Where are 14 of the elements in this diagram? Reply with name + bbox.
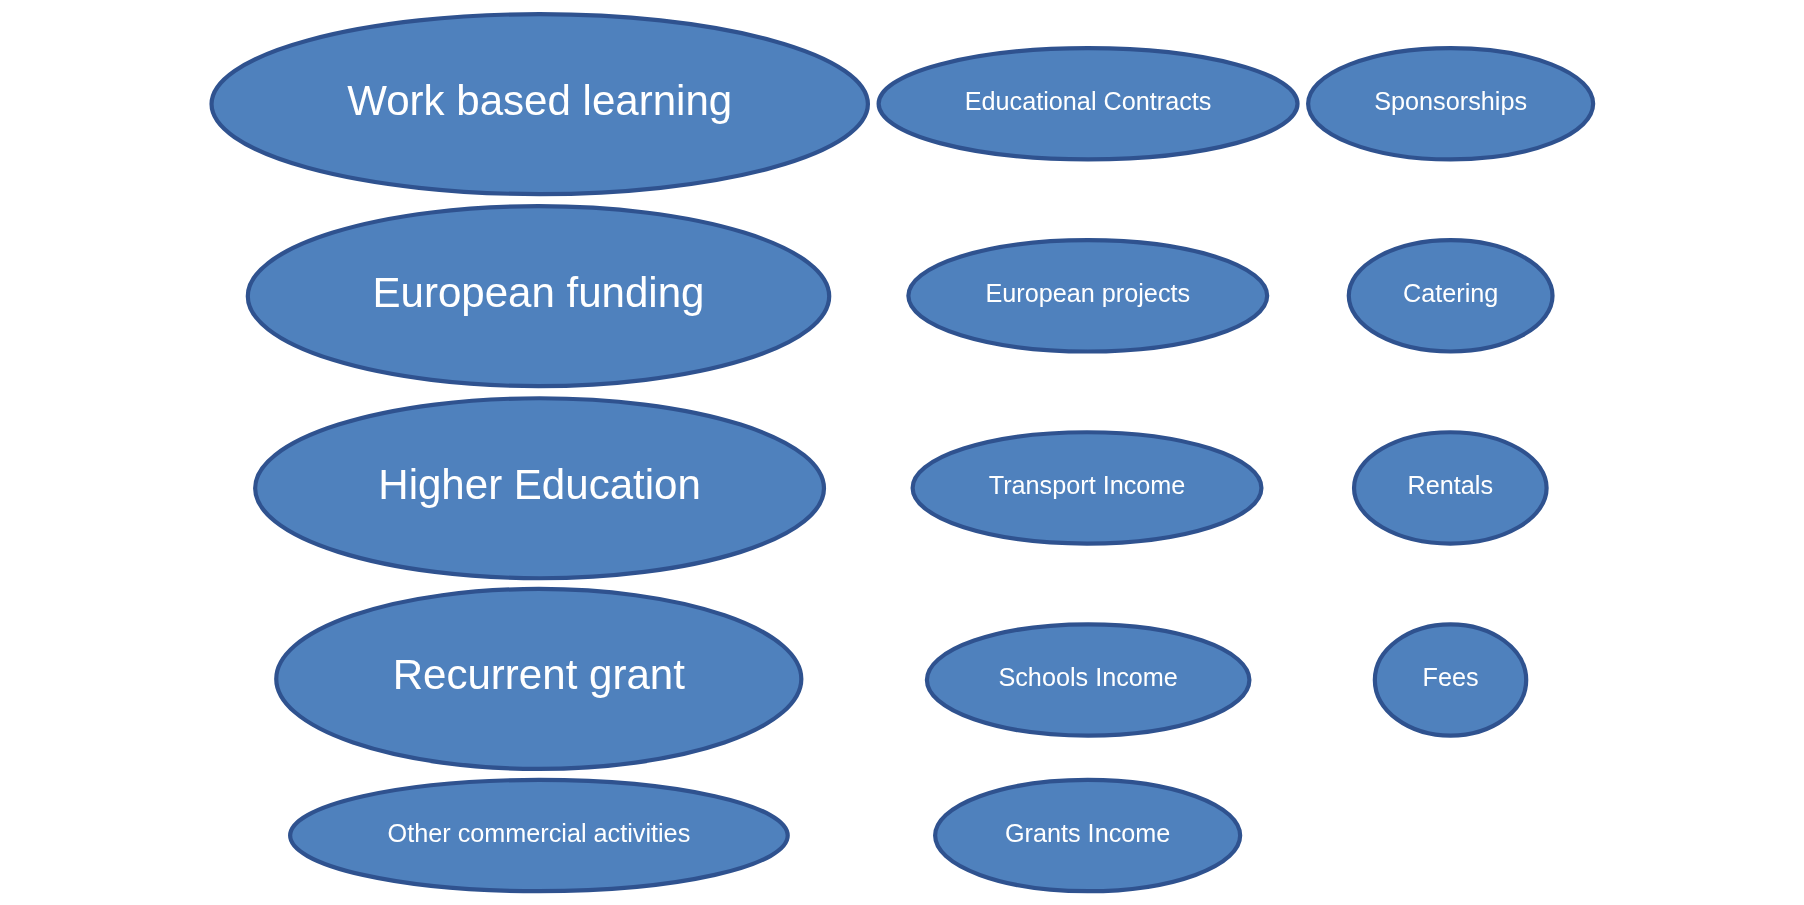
node-ellipse: Other commercial activities [287,777,790,894]
node-ellipse: Fees [1372,622,1528,738]
node-ellipse: Educational Contracts [876,46,1300,162]
node-ellipse: Catering [1346,238,1555,354]
node-ellipse: European funding [245,204,831,389]
node-ellipse: Transport Income [910,430,1264,546]
node-ellipse: Higher Education [252,396,826,581]
node-ellipse: Rentals [1351,430,1549,546]
node-ellipse: Sponsorships [1305,46,1595,162]
node-ellipse: Schools Income [924,622,1251,738]
node-ellipse: European projects [905,238,1269,354]
node-ellipse: Work based learning [208,12,870,197]
node-ellipse: Grants Income [932,777,1242,894]
node-ellipse: Recurrent grant [273,586,803,771]
